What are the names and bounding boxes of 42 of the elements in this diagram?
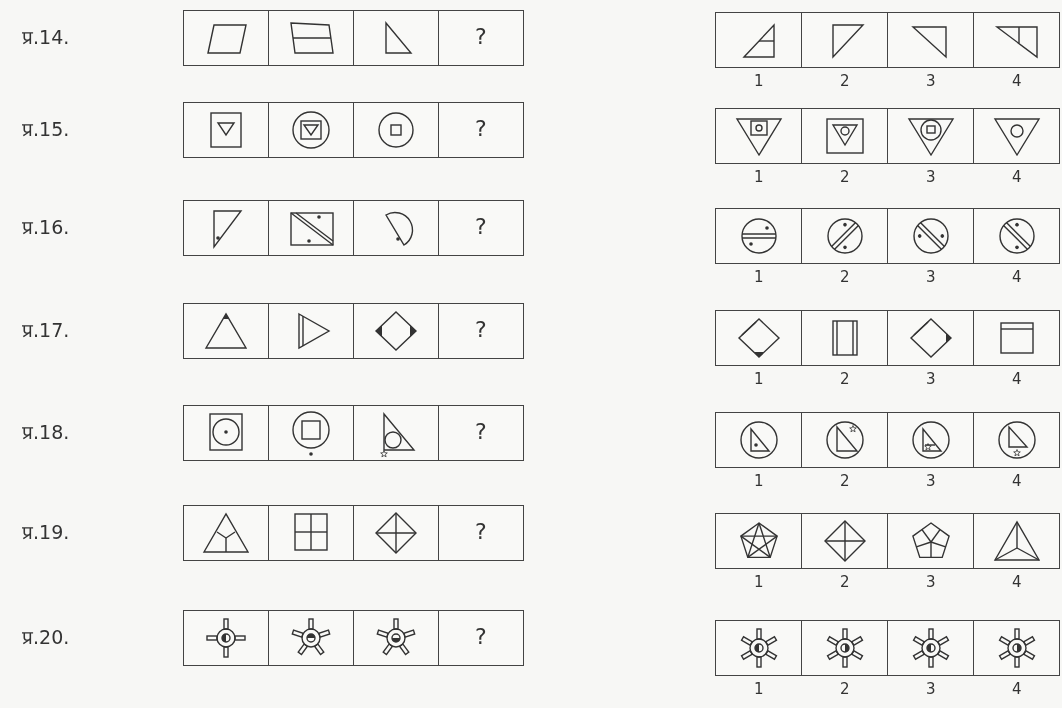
option-number: 2 (840, 268, 850, 286)
question-number: प्र.19. (22, 520, 70, 545)
option-number: 4 (1012, 168, 1022, 186)
option-number: 4 (1012, 573, 1022, 591)
option-number: 2 (840, 680, 850, 698)
option-number: 2 (840, 573, 850, 591)
question-mark: ? (475, 116, 487, 141)
option-number: 1 (754, 472, 764, 490)
option-number: 3 (926, 268, 936, 286)
option-number: 2 (840, 370, 850, 388)
option-number: 3 (926, 680, 936, 698)
option-number: 2 (840, 72, 850, 90)
question-number: प्र.17. (22, 318, 70, 343)
question-number: प्र.20. (22, 625, 70, 650)
option-number: 3 (926, 168, 936, 186)
option-number: 1 (754, 168, 764, 186)
option-number: 4 (1012, 268, 1022, 286)
option-number: 1 (754, 573, 764, 591)
option-number: 1 (754, 680, 764, 698)
option-number: 1 (754, 268, 764, 286)
question-mark: ? (475, 519, 487, 544)
question-number: प्र.16. (22, 215, 70, 240)
option-number: 4 (1012, 72, 1022, 90)
option-number: 3 (926, 573, 936, 591)
question-mark: ? (475, 214, 487, 239)
question-mark: ? (475, 317, 487, 342)
question-number: प्र.15. (22, 117, 70, 142)
question-mark: ? (475, 24, 487, 49)
question-number: प्र.14. (22, 25, 70, 50)
option-number: 3 (926, 72, 936, 90)
option-number: 4 (1012, 680, 1022, 698)
option-number: 1 (754, 72, 764, 90)
option-number: 2 (840, 472, 850, 490)
question-number: प्र.18. (22, 420, 70, 445)
option-number: 3 (926, 472, 936, 490)
option-number: 1 (754, 370, 764, 388)
question-mark: ? (475, 419, 487, 444)
option-number: 4 (1012, 370, 1022, 388)
option-number: 3 (926, 370, 936, 388)
option-number: 2 (840, 168, 850, 186)
question-mark: ? (475, 624, 487, 649)
option-number: 4 (1012, 472, 1022, 490)
